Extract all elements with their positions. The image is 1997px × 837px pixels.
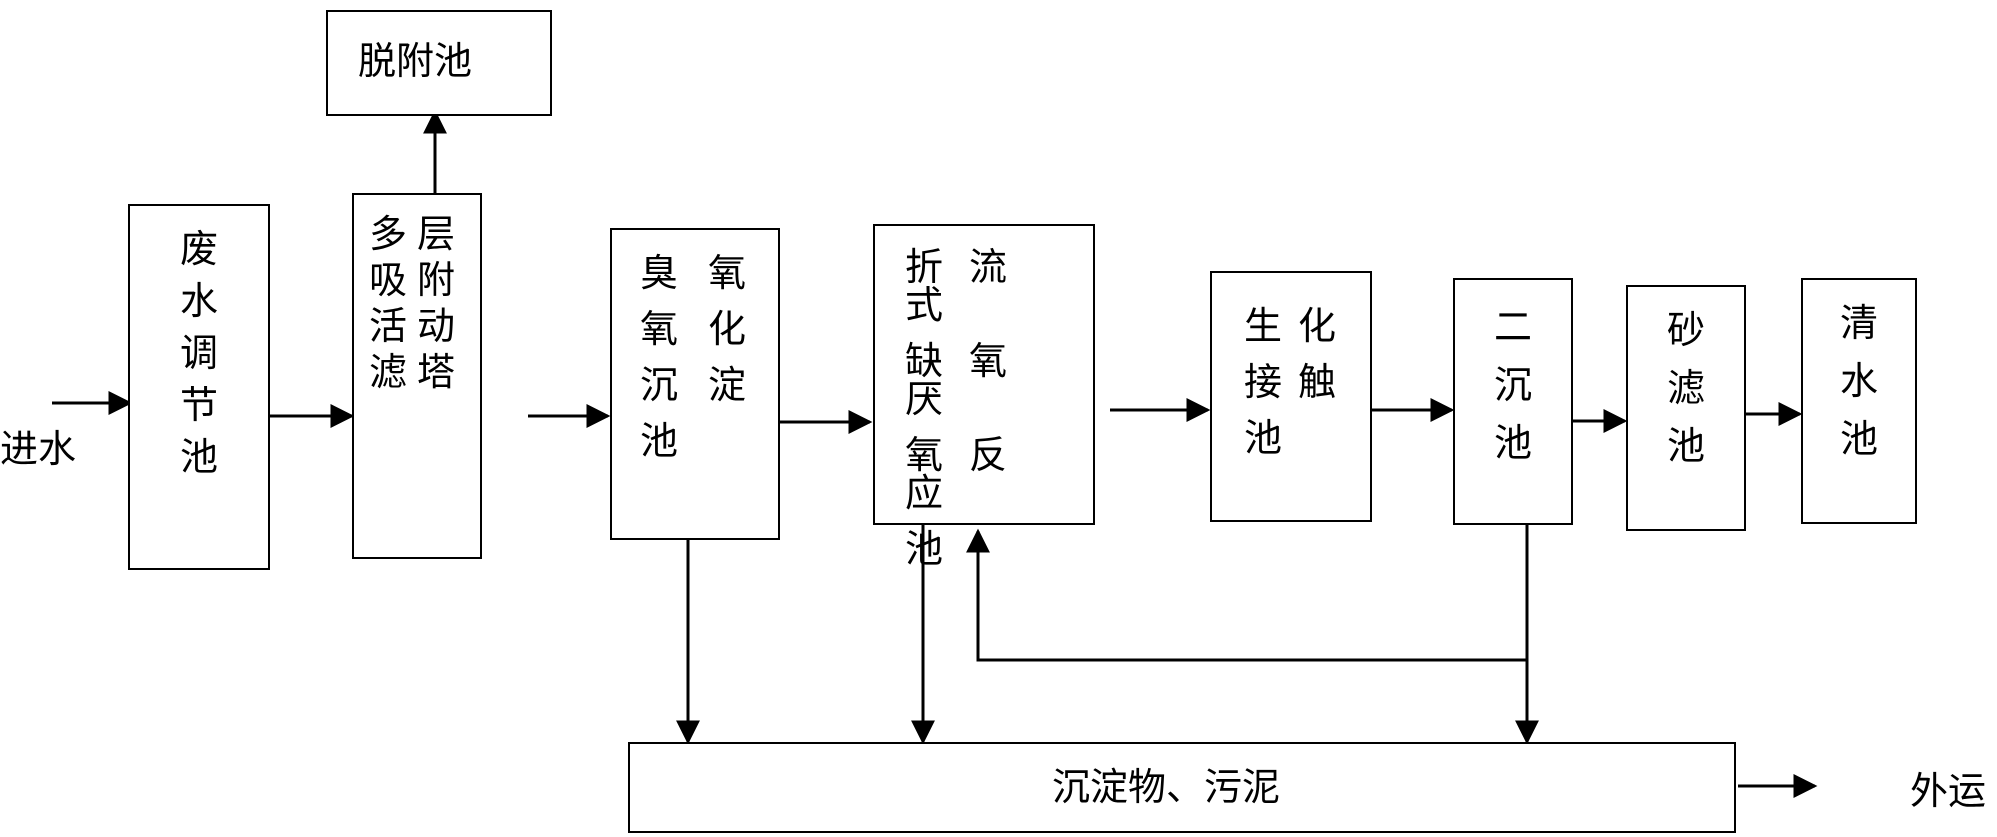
desorption-tank: 脱附池 [326,10,552,116]
baffled-anaerobic-tank-label: 折流式 缺氧厌 氧反应 池 [905,245,1034,571]
clear-water-tank: 清 水 池 [1801,278,1917,524]
regulating-tank: 废 水 调 节 池 [128,204,270,570]
clear-water-tank-label: 清 水 池 [1839,301,1878,461]
regulating-tank-label: 废 水 调 节 池 [179,227,218,479]
sand-filter-tank-label: 砂 滤 池 [1666,308,1705,468]
sand-filter-tank: 砂 滤 池 [1626,285,1746,531]
baffled-anaerobic-tank: 折流式 缺氧厌 氧反应 池 [873,224,1095,568]
ozone-sedimentation-tank-label: 臭氧 氧化 沉淀 池 [640,251,777,463]
outlet-label: 外运 [1910,769,1987,813]
sludge-return-line [966,528,1527,662]
bio-contact-tank: 生化 接触 池 [1210,271,1372,522]
activated-filter-tower-label: 多层 吸附 活动 滤塔 [368,212,465,394]
activated-filter-tower: 多层 吸附 活动 滤塔 [352,193,482,559]
desorption-tank-label: 脱附池 [358,39,473,83]
ozone-sedimentation-tank: 臭氧 氧化 沉淀 池 [610,228,780,540]
sludge-box: 沉淀物、污泥 [628,742,1736,833]
bio-contact-tank-label: 生化 接触 池 [1244,304,1353,460]
sludge-box-label: 沉淀物、污泥 [1052,765,1281,809]
inlet-label: 进水 [0,427,77,471]
secondary-settling-tank-label: 二 沉 池 [1493,305,1532,465]
secondary-settling-tank: 二 沉 池 [1453,278,1573,525]
